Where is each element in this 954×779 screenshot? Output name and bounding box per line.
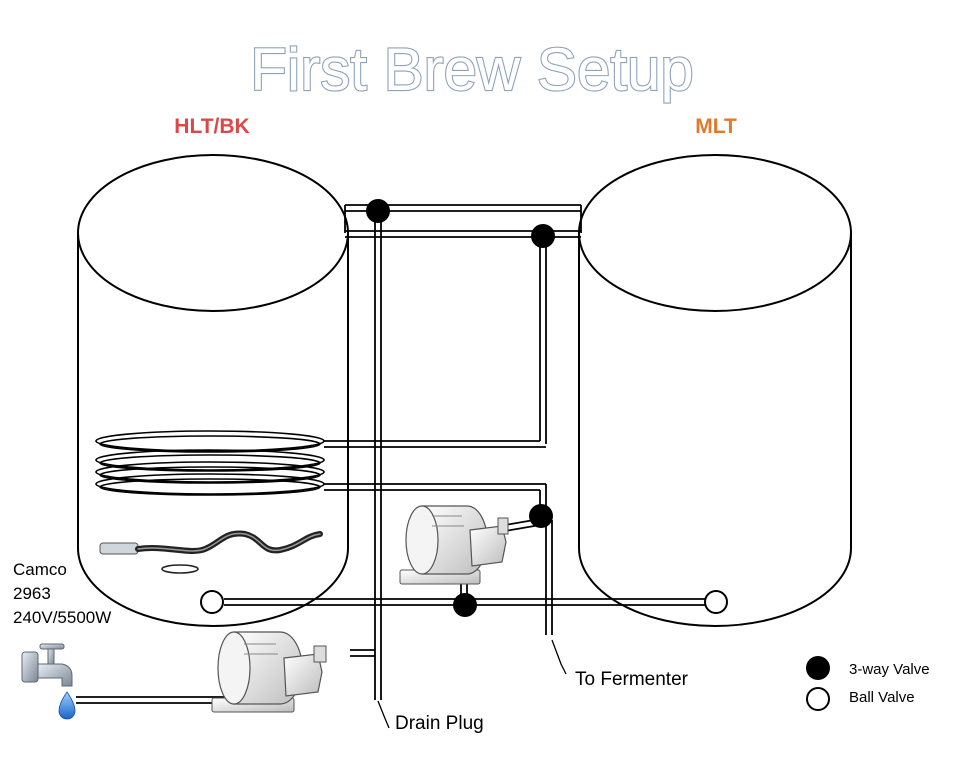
- mlt-label: MLT: [695, 115, 737, 138]
- diagram-title: First Brew Setup: [250, 36, 693, 103]
- drain-leader: [377, 700, 390, 729]
- valves: [200, 199, 728, 617]
- water-faucet-icon: [21, 643, 76, 720]
- hlt-tank: [77, 154, 349, 627]
- three-way-valve: [529, 504, 553, 528]
- heating-element-icon: [99, 530, 323, 574]
- three-way-valve: [531, 224, 555, 248]
- three-way-valve: [453, 593, 477, 617]
- heater-brand: Camco: [13, 560, 67, 579]
- hlt-label: HLT/BK: [174, 115, 249, 138]
- ball-valve: [704, 590, 728, 614]
- three-way-valve: [366, 199, 390, 223]
- ball-valve: [200, 590, 224, 614]
- to-fermenter-label: To Fermenter: [575, 669, 689, 690]
- heater-rating: 240V/5500W: [13, 608, 111, 627]
- mlt-tank: [578, 154, 852, 627]
- fermenter-leader: [551, 639, 567, 675]
- legend: 3-way Valve Ball Valve: [806, 656, 930, 711]
- legend-three-way-icon: [806, 656, 830, 680]
- legend-ball-label: Ball Valve: [849, 689, 915, 706]
- legend-three-way-label: 3-way Valve: [849, 661, 930, 678]
- heater-model: 2963: [13, 584, 51, 603]
- pump-icon-lower: [211, 631, 327, 713]
- legend-ball-icon: [806, 687, 830, 711]
- pump-icon: [399, 505, 509, 585]
- drain-plug-label: Drain Plug: [395, 713, 484, 734]
